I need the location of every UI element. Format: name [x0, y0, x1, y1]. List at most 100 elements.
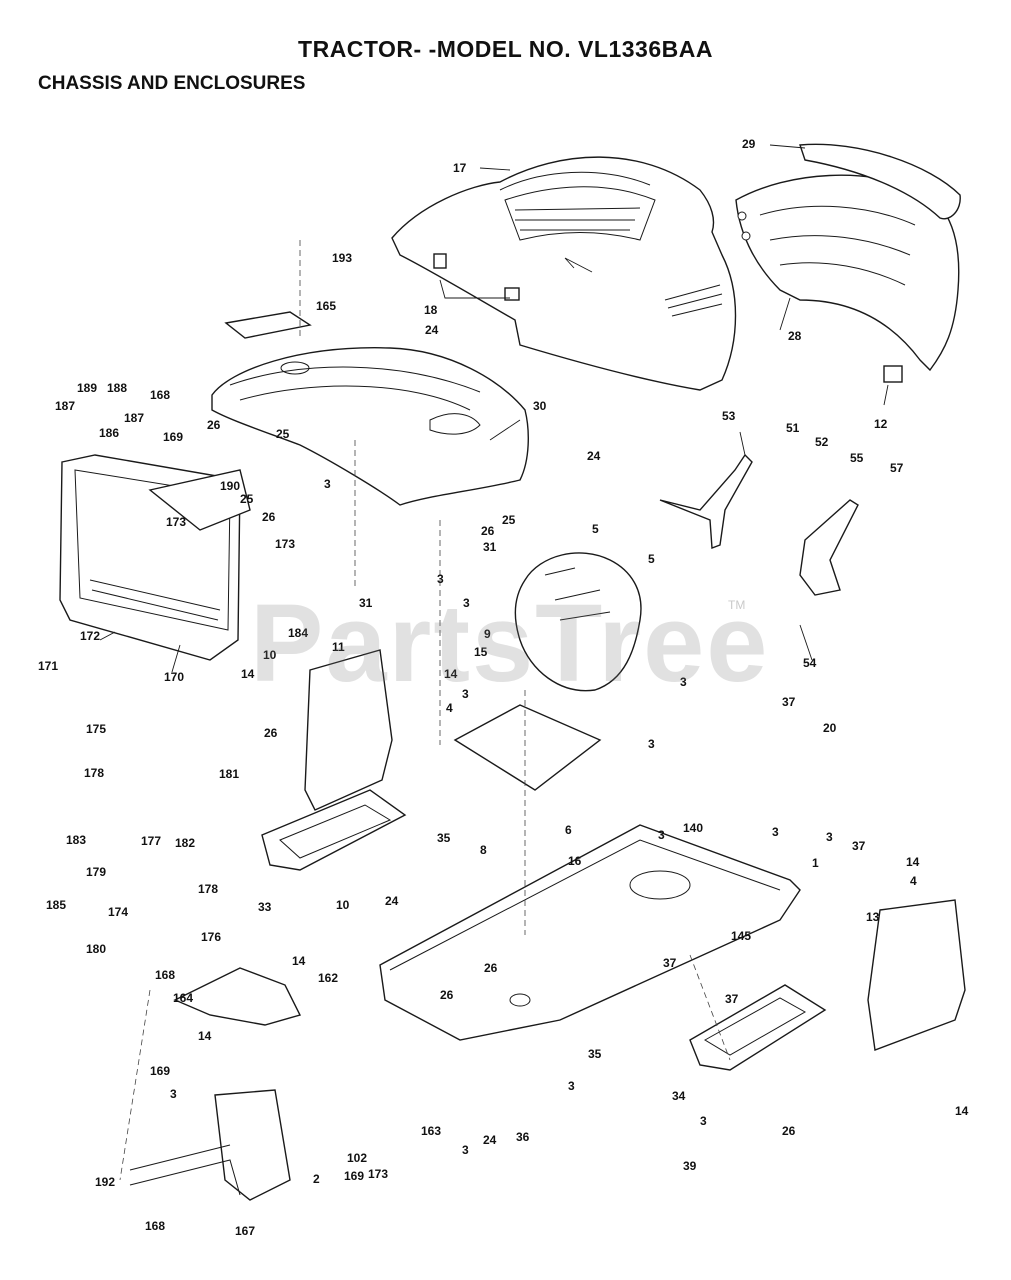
callout-label: 174 [108, 905, 128, 919]
callout-label: 3 [170, 1087, 177, 1101]
callout-label: 36 [516, 1130, 530, 1144]
callout-label: 26 [264, 726, 278, 740]
callout-label: 167 [235, 1224, 255, 1238]
callout-label: 14 [198, 1029, 212, 1043]
callout-label: 3 [568, 1079, 575, 1093]
callout-label: 24 [483, 1133, 497, 1147]
callout-label: 177 [141, 834, 161, 848]
callout-label: 168 [145, 1219, 165, 1233]
callout-label: 14 [444, 667, 458, 681]
panel-164 [173, 967, 302, 1026]
callout-label: 4 [910, 874, 917, 888]
callout-label: 3 [324, 477, 331, 491]
callout-label: 14 [906, 855, 920, 869]
callout-label: 102 [347, 1151, 367, 1165]
callout-label: 29 [742, 137, 756, 151]
callout-label: 173 [368, 1167, 388, 1181]
callout-label: 4 [446, 701, 453, 715]
callout-label: 57 [890, 461, 904, 475]
callout-label: 12 [874, 417, 888, 431]
callout-label: 14 [241, 667, 255, 681]
watermark-tm: TM [728, 598, 746, 612]
part-12-bracket [883, 365, 903, 383]
callout-label: 10 [336, 898, 350, 912]
callout-label: 14 [292, 954, 306, 968]
callout-label: 170 [164, 670, 184, 684]
callout-label: 168 [150, 388, 170, 402]
callout-label: 34 [672, 1089, 686, 1103]
callout-label: 162 [318, 971, 338, 985]
callout-label: 145 [731, 929, 751, 943]
callout-label: 173 [166, 515, 186, 529]
callout-label: 3 [772, 825, 779, 839]
callout-label: 26 [440, 988, 454, 1002]
callout-label: 183 [66, 833, 86, 847]
callout-label: 190 [220, 479, 240, 493]
callout-label: 20 [823, 721, 837, 735]
callout-label: 37 [782, 695, 796, 709]
callout-label: 26 [207, 418, 221, 432]
callout-label: 168 [155, 968, 175, 982]
callout-label: 169 [163, 430, 183, 444]
callout-label: 16 [568, 854, 582, 868]
callout-label: 26 [262, 510, 276, 524]
footrest-34 [689, 984, 827, 1071]
callout-label: 169 [344, 1169, 364, 1183]
callout-label: 35 [588, 1047, 602, 1061]
callout-label: 24 [385, 894, 399, 908]
side-plate-13 [867, 899, 966, 1051]
callout-label: 3 [462, 687, 469, 701]
hood-part [391, 156, 737, 391]
section-subtitle: CHASSIS AND ENCLOSURES [38, 73, 306, 94]
front-hitch-167 [214, 1089, 291, 1201]
callout-label: 35 [437, 831, 451, 845]
callout-label: 187 [55, 399, 75, 413]
callout-label: 2 [313, 1172, 320, 1186]
callout-label: 180 [86, 942, 106, 956]
callout-label: 3 [700, 1114, 707, 1128]
callout-label: 13 [866, 910, 880, 924]
callout-label: 52 [815, 435, 829, 449]
callout-label: 55 [850, 451, 864, 465]
watermark-text: PartsTree [250, 582, 770, 705]
callout-label: 186 [99, 426, 119, 440]
bracket-55 [799, 499, 859, 596]
callout-label: 33 [258, 900, 272, 914]
callout-label: 182 [175, 836, 195, 850]
callout-label: 3 [680, 675, 687, 689]
callout-label: 14 [955, 1104, 969, 1118]
grille-part [735, 143, 961, 372]
callout-label: 37 [852, 839, 866, 853]
callout-label: 3 [648, 737, 655, 751]
callout-label: 3 [658, 828, 665, 842]
callout-label: 25 [276, 427, 290, 441]
callout-label: 24 [425, 323, 439, 337]
callout-label: 26 [484, 961, 498, 975]
callout-label: 179 [86, 865, 106, 879]
callout-label: 188 [107, 381, 127, 395]
seat-plate-part [453, 704, 602, 791]
callout-label: 193 [332, 251, 352, 265]
callout-label: 17 [453, 161, 467, 175]
callout-label: 3 [437, 572, 444, 586]
callout-label: 189 [77, 381, 97, 395]
callout-label: 164 [173, 991, 193, 1005]
front-panel-part [59, 454, 251, 661]
footrest-33 [261, 789, 407, 871]
callout-label: 30 [533, 399, 547, 413]
bracket-53 [659, 453, 753, 549]
callout-label: 3 [463, 596, 470, 610]
dash-panel-part [211, 311, 529, 506]
callout-label: 163 [421, 1124, 441, 1138]
callout-label: 37 [725, 992, 739, 1006]
callout-label: 178 [198, 882, 218, 896]
callout-label: 185 [46, 898, 66, 912]
callout-label: 184 [288, 626, 308, 640]
callout-label: 176 [201, 930, 221, 944]
main-frame-part [379, 824, 801, 1041]
callout-label: 11 [332, 640, 345, 654]
callout-label: 25 [240, 492, 254, 506]
callout-label: 178 [84, 766, 104, 780]
